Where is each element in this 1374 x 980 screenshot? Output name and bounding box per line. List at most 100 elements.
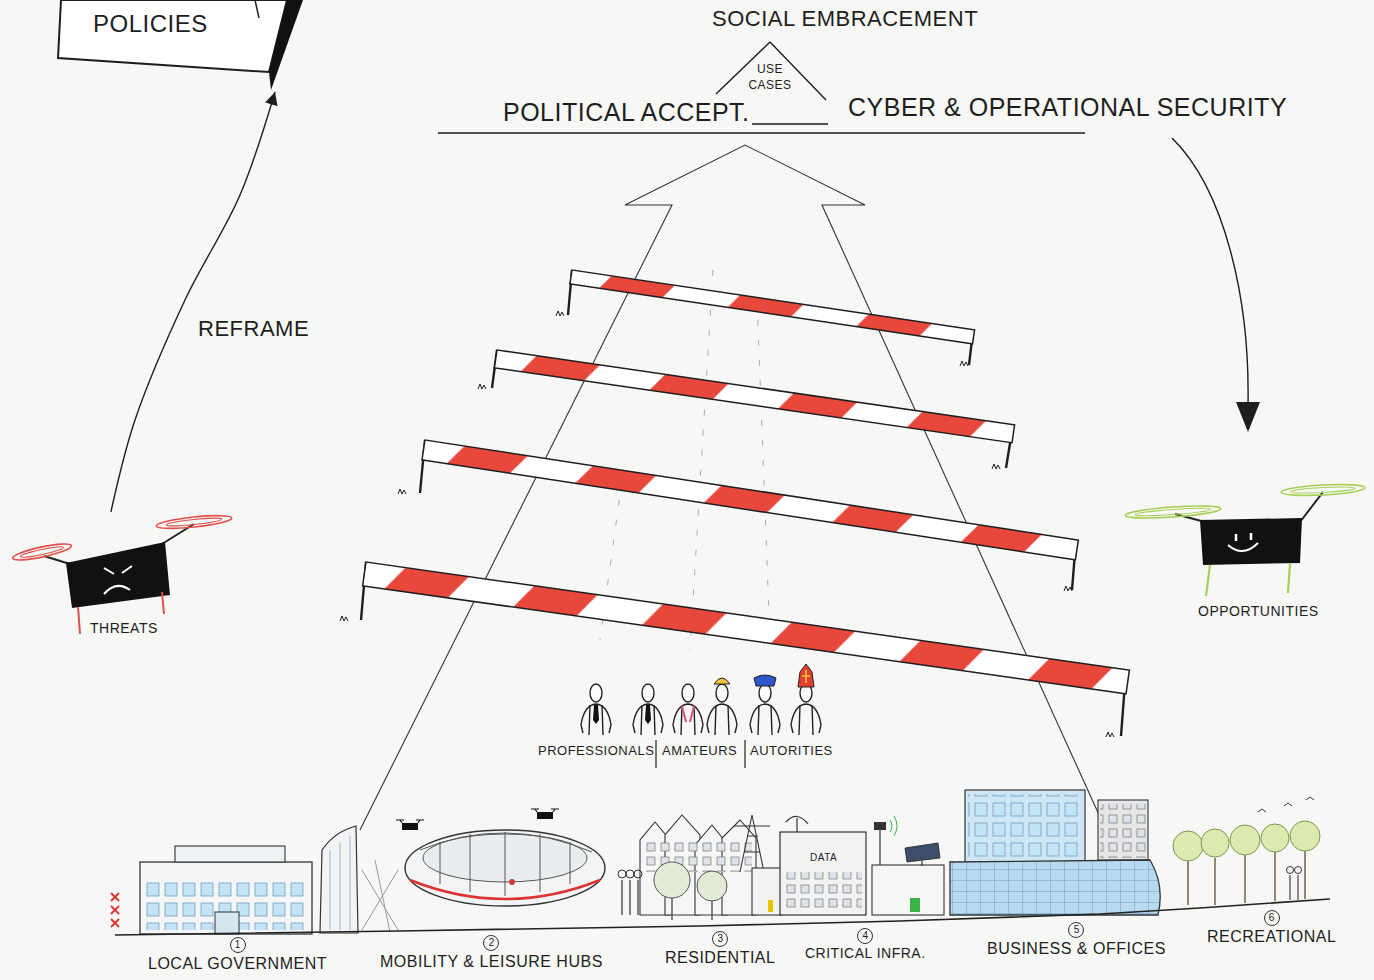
connector-arrow: [111, 92, 275, 512]
opportunity-drone: [1291, 486, 1355, 494]
residential-houses: [634, 870, 642, 878]
stakeholder-figures: [707, 684, 737, 735]
stadium: [402, 823, 418, 830]
barrier-bars: [363, 270, 1130, 694]
critical-infrastructure: [905, 843, 940, 862]
critical-infrastructure: [752, 868, 782, 915]
threat-drone: [166, 517, 222, 528]
recreational-park: [1201, 829, 1229, 857]
callout-number: 5: [1074, 925, 1080, 935]
threat-drone: THREATS: [12, 512, 242, 652]
recreational-park: [1188, 850, 1305, 905]
annotation-label: AUTORITIES: [750, 743, 833, 759]
threat-drone: [104, 566, 132, 574]
number-circle: 4: [857, 928, 873, 944]
callout-number: 2: [489, 938, 495, 948]
critical-infrastructure: [910, 898, 920, 912]
stakeholder-figures: [645, 705, 651, 724]
residential-houses: [618, 815, 756, 920]
barrier-bars: [422, 440, 1078, 560]
local-government-building: [320, 826, 358, 933]
stadium: [396, 820, 424, 823]
opportunity-arrow: [1236, 402, 1260, 432]
critical-infrastructure: [786, 816, 808, 832]
opportunity-arrow: [1172, 138, 1248, 405]
big-up-arrow: [360, 145, 1140, 905]
local-government-building: [330, 836, 350, 930]
barrier-bars: [570, 270, 975, 344]
recreational-park: [1261, 824, 1289, 852]
big-up-arrow: [600, 270, 770, 650]
annotation-label: USE CASES: [745, 62, 795, 93]
numbered-area: 2MOBILITY & LEISURE HUBS: [380, 935, 603, 971]
annotation-label: PROFESSIONALS: [538, 743, 654, 759]
paper-sheet: [269, 0, 303, 90]
residential-houses: [622, 880, 638, 915]
critical-infrastructure: [734, 815, 944, 915]
critical-infrastructure: [734, 815, 770, 872]
business-offices: [965, 790, 1085, 862]
number-circle: 2: [483, 935, 499, 951]
local-government-building: [175, 846, 285, 862]
threat-drone: [20, 545, 64, 559]
barrier-bars: [570, 270, 975, 344]
paper-sheet: [58, 0, 287, 72]
stadium: [410, 880, 600, 899]
stakeholder-figures: [673, 684, 703, 735]
barrier-bars: [494, 350, 1014, 443]
threat-drone: [66, 542, 170, 608]
area-name: BUSINESS & OFFICES: [987, 940, 1166, 958]
stakeholder-figures: [682, 706, 694, 722]
area-name: MOBILITY & LEISURE HUBS: [380, 953, 603, 971]
recreational-park: [1230, 825, 1260, 855]
stadium: [405, 830, 605, 906]
recreational-park: [1258, 797, 1314, 812]
recreational-park: [1295, 867, 1302, 874]
stakeholder-figures: [714, 678, 730, 684]
big-up-arrow: [360, 145, 1140, 905]
paper-sheet: POLICIES: [55, 0, 305, 92]
area-name: CRITICAL INFRA.: [805, 946, 926, 961]
numbered-area: 6RECREATIONAL: [1207, 910, 1336, 946]
critical-infrastructure: [872, 865, 944, 915]
ground-line: [115, 899, 1330, 935]
business-offices: [1098, 800, 1148, 860]
barrier-bars: [363, 562, 1130, 694]
numbered-area: 1LOCAL GOVERNMENT: [148, 937, 327, 973]
residential-houses: [672, 898, 712, 920]
annotation-label: AMATEURS: [662, 743, 737, 759]
area-name: RECREATIONAL: [1207, 928, 1336, 946]
number-circle: 6: [1264, 910, 1280, 926]
stakeholder-figures: [656, 740, 745, 768]
threat-drone: [156, 513, 233, 531]
stadium: [531, 809, 559, 819]
local-government-building: [362, 860, 398, 932]
critical-infrastructure: [890, 816, 897, 836]
annotation-label: SOCIAL EMBRACEMENT: [712, 6, 978, 32]
stadium: [396, 809, 605, 906]
number-circle: 3: [712, 931, 728, 947]
number-circle: 5: [1068, 922, 1084, 938]
local-government-building: [140, 862, 312, 934]
opportunity-drone: [1125, 504, 1221, 521]
annotation-label: CYBER & OPERATIONAL SECURITY: [848, 92, 1287, 122]
area-name: RESIDENTIAL: [665, 949, 775, 967]
business-offices: [968, 794, 1082, 860]
stadium: [396, 820, 424, 830]
number-circle: 1: [230, 937, 246, 953]
stadium: [537, 812, 553, 819]
residential-houses: [654, 862, 690, 898]
threat-drone: [12, 541, 72, 563]
callout-number: 4: [862, 931, 868, 941]
stakeholder-figures: [633, 684, 663, 735]
opportunity-drone: OPPORTUNITIES: [1115, 478, 1370, 633]
callout-number: 1: [235, 940, 241, 950]
stakeholder-figures: [581, 684, 611, 735]
critical-infrastructure: [880, 830, 922, 866]
recreational-park: [1287, 867, 1294, 874]
opportunity-arrow: [1172, 138, 1260, 432]
annotation-label: POLITICAL ACCEPT.: [503, 97, 750, 127]
stadium: [420, 832, 592, 896]
